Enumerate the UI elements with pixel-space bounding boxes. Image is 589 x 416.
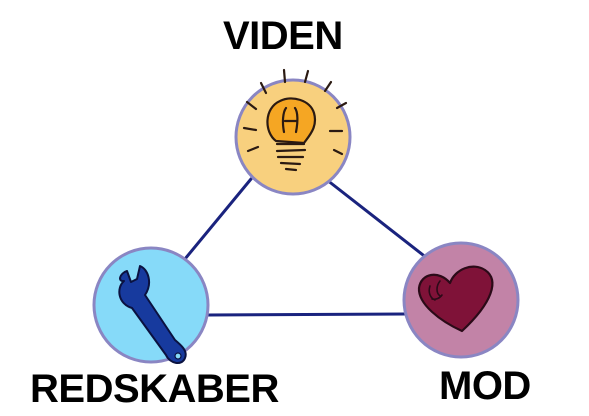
node-courage-label: MOD [439,364,531,408]
lightbulb-icon [242,68,348,172]
node-tools [92,246,210,364]
connector-lines [178,177,434,317]
wrench-icon [118,265,187,364]
node-courage [402,241,520,359]
edge-tools-courage [206,312,407,317]
node-knowledge-label: VIDEN [223,14,343,58]
edge-knowledge-tools [178,177,253,267]
node-tools-label: REDSKABER [30,367,279,411]
heart-icon [417,265,494,333]
edge-knowledge-courage [325,178,434,264]
node-knowledge [234,68,352,196]
